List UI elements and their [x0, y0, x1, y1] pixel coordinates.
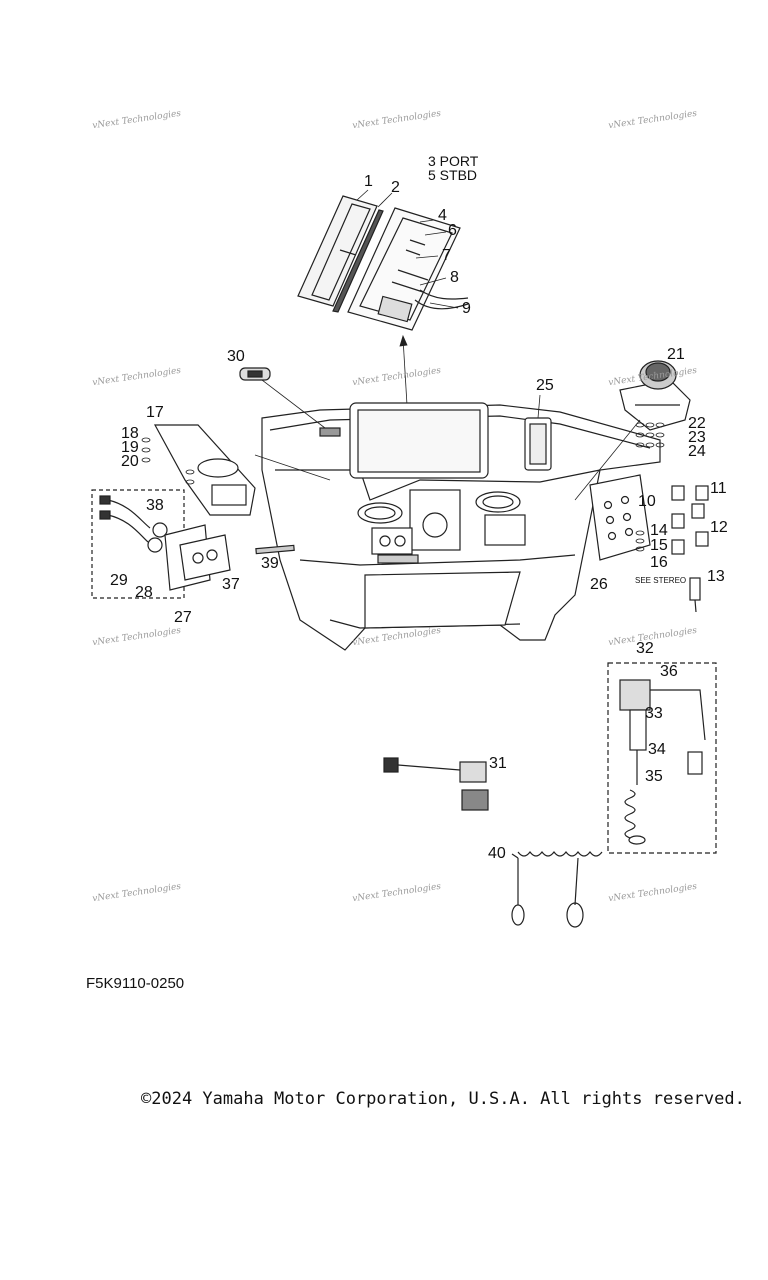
callout-26: 26 — [590, 576, 608, 593]
callout-38: 38 — [146, 497, 164, 514]
copyright-text: ©2024 Yamaha Motor Corporation, U.S.A. A… — [141, 1089, 745, 1109]
callout-23: 23 — [688, 429, 706, 446]
usb-port-group — [91, 489, 231, 599]
display-cover-part — [297, 195, 384, 313]
callout-22: 22 — [688, 415, 706, 432]
callout-4: 4 — [438, 207, 447, 224]
callout-24: 24 — [688, 443, 706, 460]
callout-18: 18 — [121, 425, 139, 442]
callout-20: 20 — [121, 453, 139, 470]
callout-11: 11 — [710, 480, 727, 497]
callout-21: 21 — [667, 346, 685, 363]
switch-parts — [671, 485, 709, 555]
key-fob-part — [239, 367, 341, 437]
callout-2: 2 — [391, 179, 400, 196]
phone-holder-part — [524, 394, 552, 471]
switch-panel-part — [589, 474, 651, 561]
callout-37: 37 — [222, 576, 240, 593]
callout-39: 39 — [261, 555, 279, 572]
start-switch-part — [383, 757, 489, 811]
callout-33: 33 — [645, 705, 663, 722]
display-housing-part — [347, 207, 469, 331]
callout-34: 34 — [648, 741, 666, 758]
port-note: 3 PORT — [428, 153, 479, 169]
callout-27: 27 — [174, 609, 192, 626]
callout-31: 31 — [489, 755, 507, 772]
cable-part — [689, 577, 701, 613]
callout-36: 36 — [660, 663, 678, 680]
callout-15: 15 — [650, 537, 668, 554]
callout-35: 35 — [645, 768, 663, 785]
callout-6: 6 — [448, 222, 457, 239]
washer-group-mid — [635, 530, 645, 552]
stbd-note: 5 STBD — [428, 167, 478, 183]
lanyard-switch-group — [607, 662, 717, 854]
callout-14: 14 — [650, 522, 668, 539]
callout-8: 8 — [450, 269, 459, 286]
callout-19: 19 — [121, 439, 139, 456]
side-panel-part — [153, 424, 331, 516]
callout-29: 29 — [110, 572, 128, 589]
trim-strip-part — [255, 544, 295, 555]
callout-12: 12 — [710, 519, 728, 536]
throttle-control-part — [574, 360, 691, 501]
mfd-screen — [349, 402, 489, 479]
washer-group-right — [635, 422, 665, 448]
washer-group-left — [141, 437, 195, 485]
see-stereo-note: SEE STEREO — [635, 576, 687, 585]
callout-9: 9 — [462, 300, 471, 317]
callout-17: 17 — [146, 404, 164, 421]
callout-32: 32 — [636, 640, 654, 657]
callout-40: 40 — [488, 845, 506, 862]
callout-13: 13 — [707, 568, 725, 585]
callout-7: 7 — [442, 247, 451, 264]
lanyard-part — [511, 851, 603, 928]
callout-1: 1 — [364, 173, 373, 190]
callout-16: 16 — [650, 554, 668, 571]
callout-28: 28 — [135, 584, 153, 601]
callout-25: 25 — [536, 377, 554, 394]
callout-10: 10 — [638, 493, 656, 510]
housing-leaders — [356, 189, 459, 406]
drawing-code: F5K9110-0250 — [86, 975, 185, 992]
callout-30: 30 — [227, 348, 245, 365]
